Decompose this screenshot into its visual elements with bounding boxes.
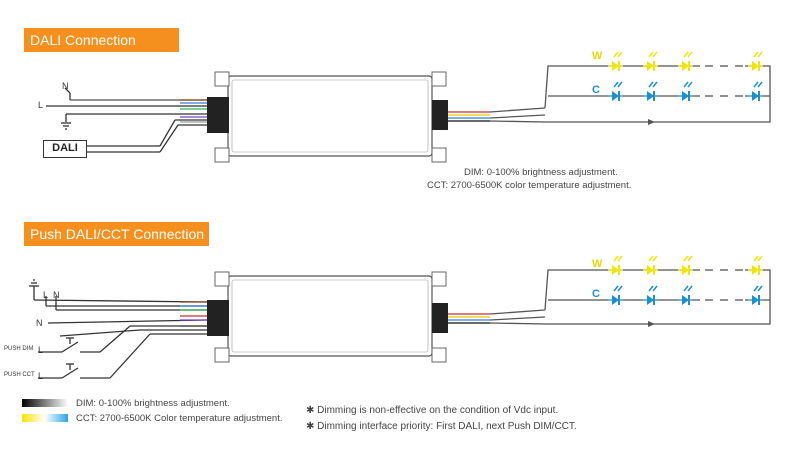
led-array-cool-1 (607, 81, 764, 102)
input-wires-2 (29, 279, 208, 379)
legend-cct-gradient (22, 414, 68, 422)
push-cct-live: L (38, 371, 44, 381)
note-dim-1: DIM: 0-100% brightness adjustment. (464, 167, 618, 178)
driver-unit-1 (207, 71, 448, 163)
legend-dim-gradient (22, 399, 68, 407)
push-dim-label: PUSH DIM (4, 346, 34, 352)
note-cct-1: CCT: 2700-6500K color temperature adjust… (427, 180, 632, 191)
note-vdc: ✱ Dimming is non-effective on the condit… (306, 405, 559, 416)
led-warm-label-1: W (592, 50, 603, 62)
input-wires-1 (46, 87, 207, 153)
label-neutral-3: N (36, 318, 43, 328)
legend-cct-text: CCT: 2700-6500K Color temperature adjust… (76, 413, 283, 424)
section-title-push: Push DALI/CCT Connection (24, 222, 209, 246)
dali-box: DALI (43, 140, 87, 158)
led-array-cool-2 (607, 285, 764, 306)
note-priority: ✱ Dimming interface priority: First DALI… (306, 421, 577, 432)
push-dim-live: L (38, 345, 44, 355)
driver-unit-2 (207, 271, 448, 363)
led-array-warm-2 (607, 255, 764, 276)
label-live-1: L (38, 100, 44, 110)
led-cool-label-2: C (592, 288, 600, 300)
label-live-2: L (43, 290, 49, 300)
label-neutral-1: N (62, 81, 69, 91)
section-title-dali: DALI Connection (24, 28, 179, 52)
led-cool-label-1: C (592, 84, 600, 96)
led-warm-label-2: W (592, 258, 603, 270)
push-cct-label: PUSH CCT (4, 372, 35, 378)
led-array-warm-1 (607, 51, 764, 72)
legend-dim-text: DIM: 0-100% brightness adjustment. (76, 398, 230, 409)
label-neutral-2: N (53, 290, 60, 300)
